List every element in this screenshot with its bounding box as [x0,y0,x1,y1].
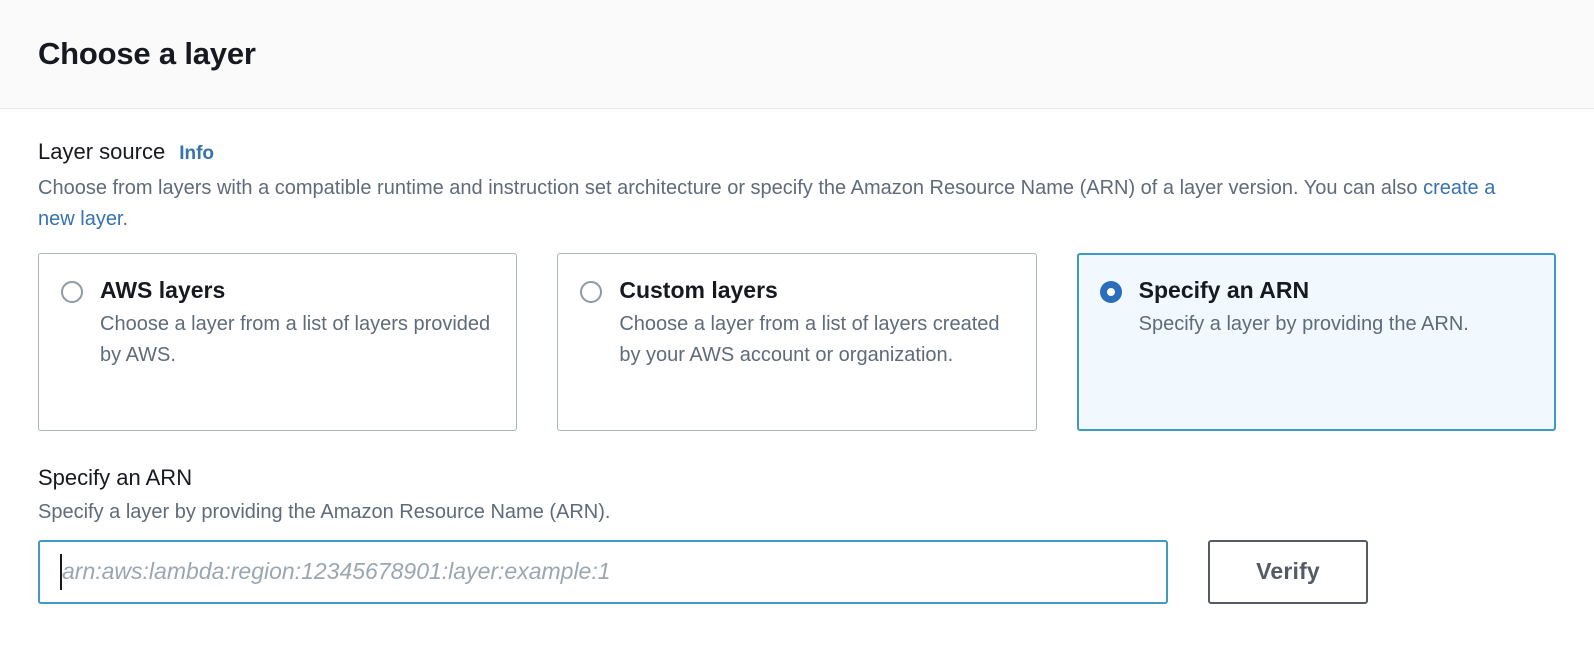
radio-tile-specify-an-arn-title: Specify an ARN [1138,277,1310,304]
layer-source-description-text-2: . [122,208,129,231]
layer-source-description-text-1: Choose from layers with a compatible run… [38,177,1424,200]
radio-tile-specify-an-arn[interactable]: Specify an ARN Specify a layer by provid… [1076,253,1556,432]
radio-tile-aws-layers-description: Choose a layer from a list of layers pro… [100,313,491,367]
radio-tile-specify-an-arn-description: Specify a layer by providing the ARN. [1138,313,1469,336]
radio-icon-aws-layers[interactable] [61,281,83,304]
create-a-new-layer-link[interactable]: create a new layer [38,177,1496,231]
radio-tile-specify-an-arn-text: Specify an ARN Specify a layer by provid… [1139,276,1469,408]
radio-icon-custom-layers[interactable] [580,281,603,304]
verify-button[interactable]: Verify [1208,539,1368,604]
layer-source-label-row: Layer source Info [38,139,1556,165]
layer-source-options: AWS layers Choose a layer from a list of… [38,253,1556,432]
radio-tile-custom-layers-text: Custom layers Choose a layer from a list… [619,276,1015,408]
page-title: Choose a layer [38,35,256,71]
radio-icon-specify-an-arn[interactable] [1099,281,1122,304]
radio-tile-aws-layers-title: AWS layers [100,277,226,304]
arn-input[interactable] [38,539,1168,604]
radio-tile-custom-layers-title: Custom layers [619,277,778,304]
arn-input-row: Verify [38,539,1556,604]
layer-source-label: Layer source [38,139,166,164]
arn-input-wrapper [38,539,1168,604]
modal-body: Layer source Info Choose from layers wit… [0,109,1594,666]
arn-section-title: Specify an ARN [38,465,193,491]
radio-tile-custom-layers[interactable]: Custom layers Choose a layer from a list… [557,253,1037,432]
radio-tile-custom-layers-description: Choose a layer from a list of layers cre… [619,313,1000,367]
layer-source-description: Choose from layers with a compatible run… [38,173,1508,235]
radio-tile-aws-layers-text: AWS layers Choose a layer from a list of… [100,276,496,408]
arn-section-description: Specify a layer by providing the Amazon … [38,500,611,523]
modal-header: Choose a layer [0,0,1594,109]
radio-tile-aws-layers[interactable]: AWS layers Choose a layer from a list of… [38,253,518,432]
info-link[interactable]: Info [179,143,215,164]
